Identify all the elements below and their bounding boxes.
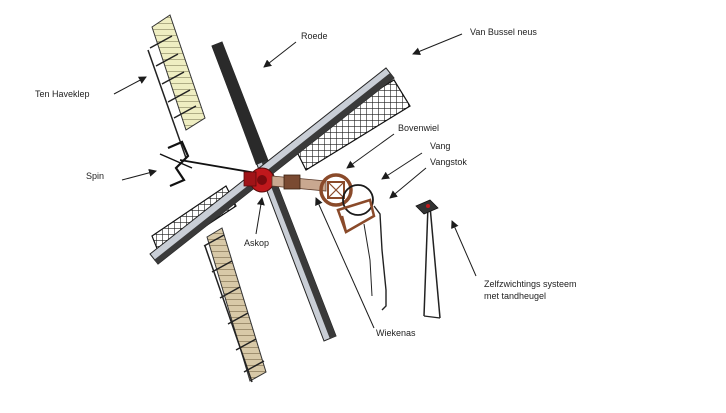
roede-vertical bbox=[211, 41, 337, 342]
label-vang: Vang bbox=[430, 141, 451, 151]
lattice-sail-upper-right bbox=[291, 79, 411, 171]
arrow-spin bbox=[121, 168, 157, 181]
arrow-ten-haveklep bbox=[113, 76, 147, 95]
zelfzwichting-systeem bbox=[415, 199, 441, 319]
bovenwiel bbox=[319, 173, 353, 207]
askop bbox=[243, 167, 275, 193]
label-spin: Spin bbox=[86, 171, 105, 181]
ten-haveklep-lower bbox=[203, 227, 267, 383]
label-vangstok: Vangstok bbox=[430, 157, 467, 167]
ten-haveklep-upper bbox=[147, 14, 206, 159]
arrow-vang bbox=[381, 152, 423, 180]
arrow-vangstok bbox=[389, 167, 427, 199]
label-bovenwiel: Bovenwiel bbox=[398, 123, 440, 133]
roede-horizontal bbox=[149, 67, 395, 265]
label-zelfzwichting-line1: Zelfzwichtings systeem bbox=[484, 279, 577, 289]
vangstok bbox=[363, 205, 387, 311]
leader-lines bbox=[113, 33, 477, 329]
arrow-van-bussel-neus bbox=[412, 33, 463, 56]
label-roede: Roede bbox=[301, 31, 328, 41]
label-askop: Askop bbox=[244, 238, 270, 248]
label-van-bussel-neus: Van Bussel neus bbox=[470, 27, 537, 37]
wiekenas bbox=[271, 174, 327, 192]
arrow-askop bbox=[255, 197, 265, 235]
arrow-wiekenas bbox=[315, 197, 375, 329]
label-ten-haveklep: Ten Haveklep bbox=[35, 89, 90, 99]
brake-frame bbox=[336, 198, 376, 234]
vang bbox=[342, 184, 374, 216]
arrow-bovenwiel bbox=[346, 133, 395, 169]
arrow-roede bbox=[263, 41, 297, 68]
label-zelfzwichting-line2: met tandheugel bbox=[484, 291, 547, 301]
arrow-zelfzwichting bbox=[451, 220, 477, 277]
label-wiekenas: Wiekenas bbox=[376, 328, 416, 338]
